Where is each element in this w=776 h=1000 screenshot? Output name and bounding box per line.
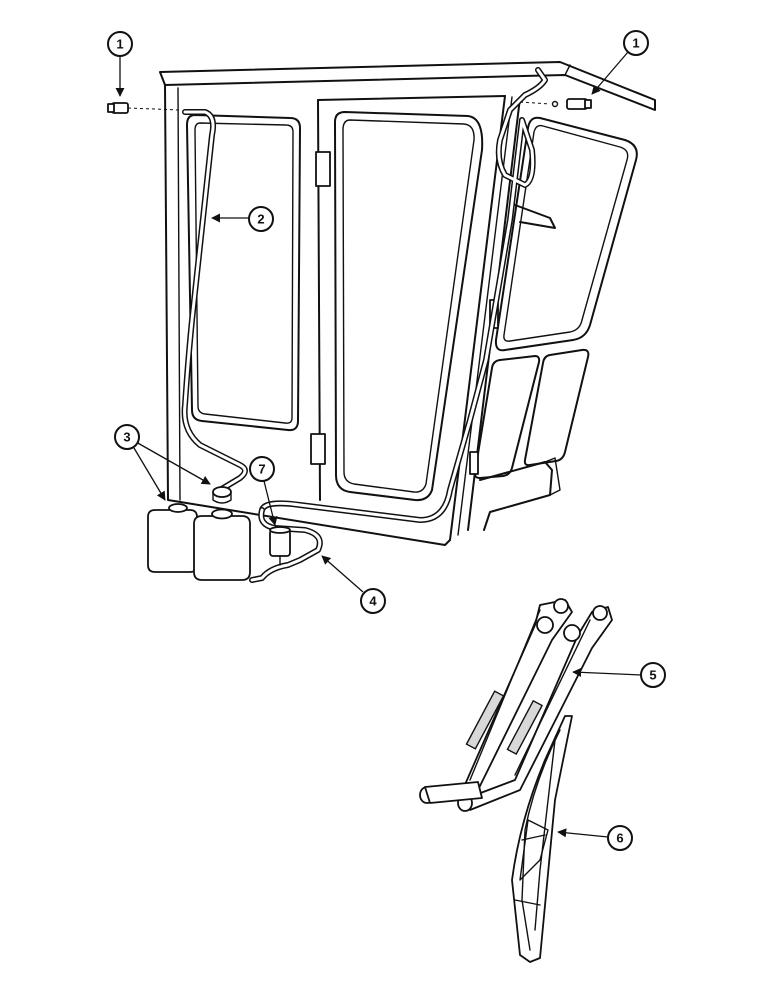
wiper-blade [511, 715, 573, 963]
svg-text:1: 1 [632, 36, 639, 51]
svg-text:4: 4 [369, 594, 377, 609]
washer-reservoir-left [147, 503, 198, 573]
washer-hose-4 [249, 507, 323, 583]
svg-text:1: 1 [116, 37, 123, 52]
svg-text:7: 7 [258, 462, 265, 477]
svg-text:2: 2 [257, 212, 264, 227]
washer-hose-front [259, 67, 548, 523]
cab-structure [159, 61, 656, 546]
svg-text:6: 6 [616, 831, 623, 846]
callout-1-right: 1 [591, 30, 649, 95]
callout-7: 7 [249, 456, 278, 526]
svg-text:5: 5 [649, 668, 656, 683]
washer-nozzle-right [519, 98, 592, 110]
washer-reservoir-right [193, 486, 251, 581]
callout-6: 6 [557, 825, 633, 851]
svg-text:3: 3 [123, 430, 130, 445]
callout-4: 4 [321, 555, 386, 614]
callout-5: 5 [572, 662, 666, 688]
callout-1-left: 1 [107, 31, 133, 97]
callout-3: 3 [114, 424, 211, 501]
washer-nozzle-left [107, 102, 181, 114]
callout-2: 2 [211, 206, 274, 232]
washer-hose-2 [181, 109, 248, 493]
washer-pump [269, 526, 291, 566]
wiper-arms [419, 598, 613, 812]
